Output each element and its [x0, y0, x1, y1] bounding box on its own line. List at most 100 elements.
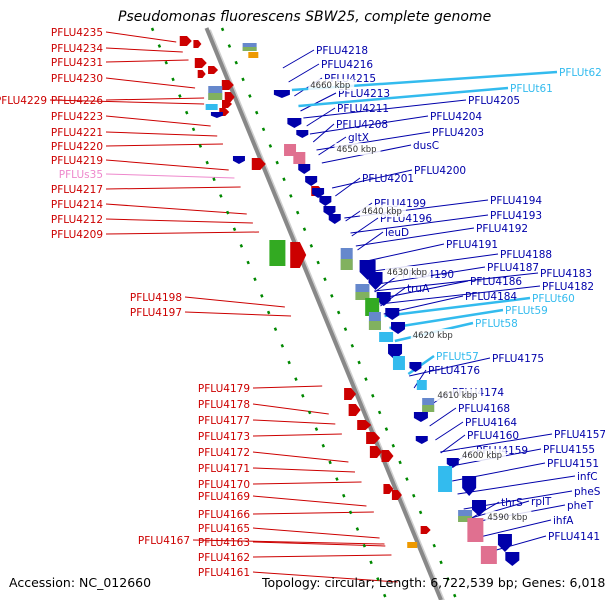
feature-mark-12 — [205, 104, 218, 110]
right-leader-line — [389, 308, 504, 330]
feature-mark-60 — [467, 518, 484, 542]
left-leader-line — [105, 47, 183, 53]
right-leader-line — [318, 136, 347, 156]
scale-tick-label: 4590 kbp — [487, 513, 527, 523]
left-leader-line — [252, 571, 398, 583]
right-feature-label: PFLU4188 — [500, 249, 552, 261]
right-feature-label: PFLU4192 — [476, 223, 528, 235]
right-feature-label: PFLU4155 — [543, 444, 595, 456]
feature-mark-18 — [293, 152, 306, 164]
right-feature-label: PFLU4168 — [458, 403, 510, 415]
right-leader-line — [377, 280, 469, 300]
left-leader-line — [252, 511, 374, 515]
right-feature-label: leuD — [385, 227, 409, 239]
right-leader-line — [435, 421, 464, 441]
right-feature-label: pheS — [574, 486, 601, 498]
feature-mark-6 — [197, 70, 206, 78]
tick-label-bg — [384, 266, 431, 278]
right-feature-label: PFLU4191 — [446, 239, 498, 251]
left-feature-label: PFLU4171 — [198, 463, 250, 475]
tick-label-bg — [308, 79, 355, 91]
left-feature-label: PFLU4214 — [51, 199, 103, 211]
left-leader-line — [105, 231, 260, 235]
left-leader-line — [184, 311, 292, 317]
right-feature-label: PFLUt61 — [510, 83, 553, 95]
feature-mark-10 — [224, 92, 235, 102]
left-feature-label: PFLU4234 — [51, 43, 103, 55]
feature-mark-28 — [269, 240, 286, 266]
right-feature-label: PFLU4157 — [554, 429, 605, 441]
right-feature-label: PFLU4176 — [428, 365, 480, 377]
right-feature-label: PFLU4205 — [468, 95, 520, 107]
feature-mark-27 — [328, 214, 341, 224]
feature-mark-24 — [312, 188, 325, 198]
right-feature-label: PFLU4151 — [547, 458, 599, 470]
scale-tick-label: 4630 kbp — [387, 268, 427, 278]
feature-mark-62 — [497, 534, 512, 552]
left-feature-label: PFLU4198 — [130, 292, 182, 304]
feature-mark-32 — [368, 272, 383, 290]
right-feature-label: PFLU4201 — [362, 173, 414, 185]
left-feature-label: PFLU4231 — [51, 57, 103, 69]
right-feature-label: PFLU4182 — [542, 281, 594, 293]
left-leader-line — [184, 296, 285, 308]
feature-mark-7 — [221, 80, 234, 90]
feature-mark-53 — [446, 458, 459, 468]
feature-mark-22 — [305, 176, 318, 186]
right-leader-line — [350, 214, 489, 234]
feature-mark-37-band — [368, 321, 381, 330]
feature-mark-5 — [208, 66, 219, 74]
left-feature-label: PFLU4161 — [198, 567, 250, 579]
left-feature-label: PFLU4165 — [198, 523, 250, 535]
feature-mark-20 — [251, 158, 266, 170]
left-leader-line — [252, 481, 362, 485]
right-leader-line — [362, 243, 445, 263]
right-leader-line — [413, 369, 427, 389]
feature-mark-2-band — [242, 47, 257, 51]
right-feature-label: PFLU4183 — [540, 268, 592, 280]
left-feature-label: PFLU4230 — [51, 73, 103, 85]
right-feature-label: PFLU4187 — [487, 262, 539, 274]
feature-mark-59-band — [458, 516, 473, 522]
feature-mark-51 — [369, 446, 382, 458]
feature-mark-29 — [290, 242, 307, 268]
right-feature-label: ihfA — [553, 515, 574, 527]
feature-mark-21 — [298, 164, 311, 174]
left-feature-label: PFLU4169 — [198, 491, 250, 503]
right-leader-line — [409, 357, 491, 377]
feature-mark-11 — [222, 100, 232, 108]
feature-mark-16 — [296, 130, 309, 138]
left-feature-label: PFLU4167 — [138, 535, 190, 547]
left-leader-line — [105, 218, 253, 224]
left-leader-line — [105, 173, 235, 179]
right-leader-line — [331, 169, 413, 189]
feature-mark-35 — [365, 298, 380, 316]
right-leader-line — [384, 296, 531, 318]
left-feature-label: PFLU4197 — [130, 307, 182, 319]
left-leader-line — [105, 159, 229, 171]
left-leader-line — [252, 527, 380, 539]
feature-mark-34 — [376, 292, 391, 306]
feature-mark-61 — [420, 526, 431, 534]
genome-axis — [150, 27, 458, 600]
scale-tick-label: 4640 kbp — [362, 207, 402, 217]
left-leader-line — [49, 99, 205, 105]
right-feature-label: PFLU4216 — [321, 59, 373, 71]
feature-mark-50 — [415, 436, 428, 444]
feature-mark-41 — [392, 356, 405, 370]
left-leader-line — [105, 131, 218, 137]
right-feature-label: truA — [407, 283, 430, 295]
left-feature-label: PFLU4221 — [51, 127, 103, 139]
left-leader-line — [105, 31, 177, 43]
left-feature-label: PFLU4226 — [51, 95, 103, 107]
right-leader-line — [288, 63, 320, 83]
right-leader-line — [303, 99, 467, 119]
left-leader-line — [192, 539, 385, 545]
left-leader-line — [252, 419, 336, 425]
feature-mark-4 — [194, 58, 207, 68]
left-leader-line — [105, 115, 211, 127]
left-leader-line — [252, 385, 323, 389]
feature-mark-52 — [381, 450, 394, 462]
